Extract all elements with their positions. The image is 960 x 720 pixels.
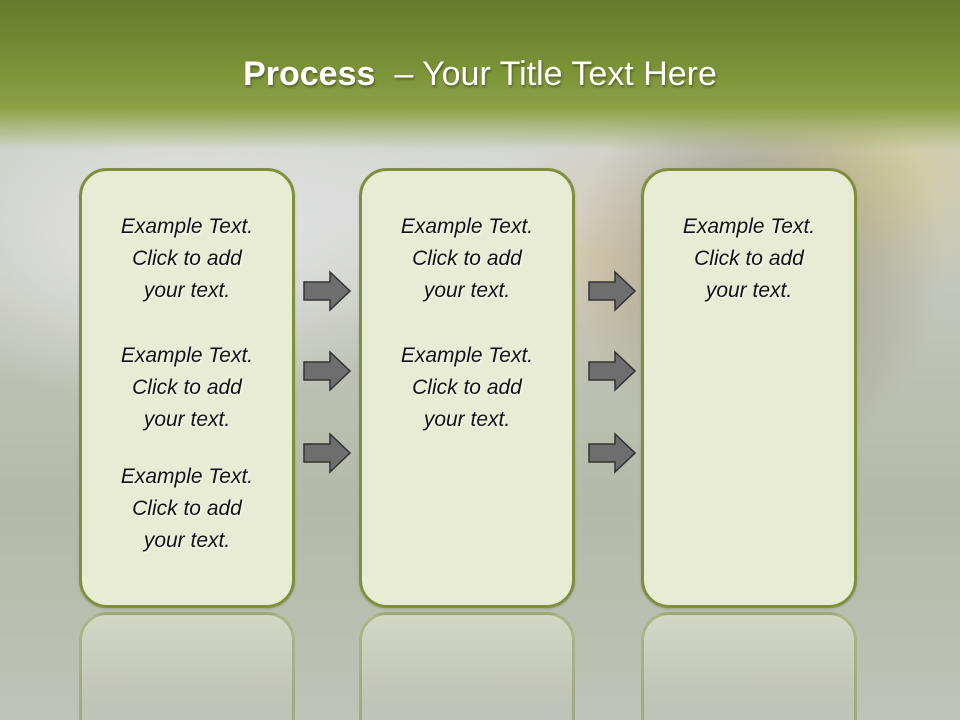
text-line: Click to add [694, 247, 804, 270]
text-line: your text. [423, 408, 511, 431]
text-line: your text. [143, 279, 231, 302]
process-step-panel-1[interactable]: Example Text. Click to add your text. Ex… [79, 168, 295, 608]
panel-reflection-3 [641, 612, 857, 720]
text-line: your text. [143, 529, 231, 552]
panel-reflection-2 [359, 612, 575, 720]
text-line: your text. [143, 408, 231, 431]
text-line: your text. [423, 279, 511, 302]
text-line: your text. [705, 279, 793, 302]
step-1-text-1[interactable]: Example Text. Click to add your text. [82, 211, 292, 307]
title-rest: – Your Title Text Here [394, 55, 717, 93]
text-line: Click to add [132, 497, 242, 520]
title-bar [0, 0, 960, 150]
text-line: Example Text. [120, 344, 254, 367]
text-line: Example Text. [120, 465, 254, 488]
text-line: Click to add [132, 247, 242, 270]
step-2-text-2[interactable]: Example Text. Click to add your text. [362, 340, 572, 436]
process-step-panel-3[interactable]: Example Text. Click to add your text. [641, 168, 857, 608]
right-arrow-icon [588, 432, 637, 474]
text-line: Example Text. [400, 344, 534, 367]
panel-reflection-1 [79, 612, 295, 720]
text-line: Click to add [412, 376, 522, 399]
step-1-text-3[interactable]: Example Text. Click to add your text. [82, 461, 292, 557]
step-1-text-2[interactable]: Example Text. Click to add your text. [82, 340, 292, 436]
right-arrow-icon [303, 270, 352, 312]
step-3-text-1[interactable]: Example Text. Click to add your text. [644, 211, 854, 307]
title-bold: Process [243, 55, 376, 93]
text-line: Click to add [412, 247, 522, 270]
text-line: Example Text. [682, 215, 816, 238]
right-arrow-icon [588, 350, 637, 392]
slide-title[interactable]: Process – Your Title Text Here [0, 52, 960, 96]
step-2-text-1[interactable]: Example Text. Click to add your text. [362, 211, 572, 307]
right-arrow-icon [588, 270, 637, 312]
right-arrow-icon [303, 350, 352, 392]
text-line: Click to add [132, 376, 242, 399]
text-line: Example Text. [400, 215, 534, 238]
text-line: Example Text. [120, 215, 254, 238]
right-arrow-icon [303, 432, 352, 474]
process-step-panel-2[interactable]: Example Text. Click to add your text. Ex… [359, 168, 575, 608]
